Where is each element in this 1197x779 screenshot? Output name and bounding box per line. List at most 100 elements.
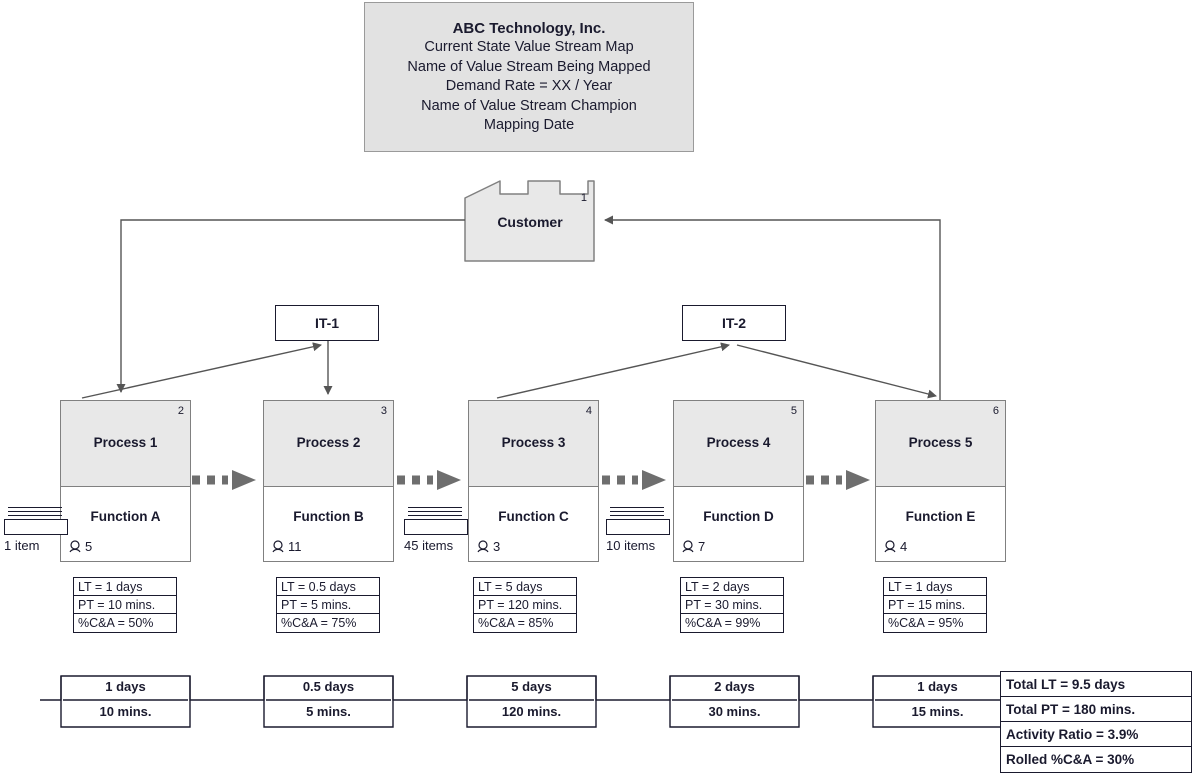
flow-process3-to-it2 xyxy=(496,342,730,399)
process-2-header: 3 Process 2 xyxy=(264,401,393,487)
process-3-name: Process 3 xyxy=(501,435,566,450)
timeline-days-5: 1 days xyxy=(917,679,958,694)
timeline-days-2: 0.5 days xyxy=(302,679,355,694)
operator-icon xyxy=(884,540,896,553)
process-box-5[interactable]: 6 Process 5 Function E 4 xyxy=(875,400,1006,562)
process-2-pt: PT = 5 mins. xyxy=(277,596,379,614)
title-block: ABC Technology, Inc. Current State Value… xyxy=(364,2,694,152)
process-5-header: 6 Process 5 xyxy=(876,401,1005,487)
process-2-function: Function B xyxy=(293,509,364,524)
title-champion: Name of Value Stream Champion xyxy=(421,97,637,114)
process-5-lt: LT = 1 days xyxy=(884,578,986,596)
push-arrow-p4-p5 xyxy=(806,470,870,490)
process-3-header: 4 Process 3 xyxy=(469,401,598,487)
it-system-2-label: IT-2 xyxy=(721,315,747,331)
inventory-box-icon xyxy=(404,519,468,535)
process-1-body: Function A 5 xyxy=(61,487,190,561)
flow-it2-to-process5 xyxy=(736,344,937,399)
timeline-days-4: 2 days xyxy=(714,679,755,694)
title-map-type: Current State Value Stream Map xyxy=(424,39,634,55)
title-mapping-date: Mapping Date xyxy=(483,117,575,133)
process-2-body: Function B 11 xyxy=(264,487,393,561)
title-company: ABC Technology, Inc. xyxy=(452,19,606,37)
process-5-body: Function E 4 xyxy=(876,487,1005,561)
timeline-days-3: 5 days xyxy=(511,679,552,694)
summary-activity-ratio: Activity Ratio = 3.9% xyxy=(1001,722,1191,747)
process-3-operators: 3 xyxy=(476,539,500,554)
process-box-4[interactable]: 5 Process 4 Function D 7 xyxy=(673,400,804,562)
data-box-3: LT = 5 days PT = 120 mins. %C&A = 85% xyxy=(473,577,577,633)
process-3-ca: %C&A = 85% xyxy=(478,616,554,630)
process-1-pt: PT = 10 mins. xyxy=(74,596,176,614)
process-3-function: Function C xyxy=(498,509,569,524)
process-box-3[interactable]: 4 Process 3 Function C 3 xyxy=(468,400,599,562)
inventory-2: 45 items xyxy=(404,505,468,553)
customer-number: 1 xyxy=(580,192,587,204)
it-system-2[interactable]: IT-2 xyxy=(682,305,786,341)
process-2-operator-count: 11 xyxy=(288,539,302,554)
process-2-lt: LT = 0.5 days xyxy=(277,578,379,596)
process-4-function: Function D xyxy=(703,509,774,524)
it-system-1-label: IT-1 xyxy=(314,315,340,331)
process-3-pt: PT = 120 mins. xyxy=(474,596,576,614)
timeline-mins-5: 15 mins. xyxy=(911,704,964,719)
operator-icon xyxy=(477,540,489,553)
process-4-number: 5 xyxy=(790,405,797,417)
data-box-1: LT = 1 days PT = 10 mins. %C&A = 50% xyxy=(73,577,177,633)
process-5-number: 6 xyxy=(992,405,999,417)
timeline-ladder xyxy=(40,675,1003,728)
process-5-name: Process 5 xyxy=(908,435,973,450)
process-3-number: 4 xyxy=(585,405,592,417)
process-4-operator-count: 7 xyxy=(698,539,706,554)
inventory-stack-icon xyxy=(404,505,468,519)
process-4-ca: %C&A = 99% xyxy=(685,616,761,630)
process-4-header: 5 Process 4 xyxy=(674,401,803,487)
title-demand-rate: Demand Rate = XX / Year xyxy=(445,78,613,94)
process-3-operator-count: 3 xyxy=(493,539,501,554)
summary-total-lt: Total LT = 9.5 days xyxy=(1001,672,1191,697)
timeline-mins-2: 5 mins. xyxy=(306,704,351,719)
inventory-3: 10 items xyxy=(606,505,670,553)
process-5-pt: PT = 15 mins. xyxy=(884,596,986,614)
customer-label: Customer xyxy=(497,214,563,230)
process-1-header: 2 Process 1 xyxy=(61,401,190,487)
it-system-1[interactable]: IT-1 xyxy=(275,305,379,341)
inventory-1-label: 1 item xyxy=(4,538,40,553)
inventory-stack-icon xyxy=(4,505,68,519)
data-box-5: LT = 1 days PT = 15 mins. %C&A = 95% xyxy=(883,577,987,633)
process-4-lt: LT = 2 days xyxy=(681,578,783,596)
operator-icon xyxy=(69,540,81,553)
process-1-number: 2 xyxy=(177,405,184,417)
process-1-ca: %C&A = 50% xyxy=(78,616,154,630)
process-5-operator-count: 4 xyxy=(900,539,908,554)
process-4-name: Process 4 xyxy=(706,435,771,450)
inventory-1: 1 item xyxy=(4,505,68,553)
process-box-1[interactable]: 2 Process 1 Function A 5 xyxy=(60,400,191,562)
flow-process5-to-customer xyxy=(604,215,941,400)
process-5-ca: %C&A = 95% xyxy=(888,616,964,630)
customer-node[interactable]: 1 Customer xyxy=(465,180,595,262)
customer-plant-shape xyxy=(464,180,595,262)
timeline-mins-3: 120 mins. xyxy=(501,704,562,719)
operator-icon xyxy=(272,540,284,553)
push-arrow-p3-p4 xyxy=(602,470,666,490)
data-box-4: LT = 2 days PT = 30 mins. %C&A = 99% xyxy=(680,577,784,633)
process-2-operators: 11 xyxy=(271,539,302,554)
process-4-body: Function D 7 xyxy=(674,487,803,561)
process-1-lt: LT = 1 days xyxy=(74,578,176,596)
process-1-operator-count: 5 xyxy=(85,539,93,554)
push-arrow-p1-p2 xyxy=(192,470,256,490)
process-4-pt: PT = 30 mins. xyxy=(681,596,783,614)
process-3-body: Function C 3 xyxy=(469,487,598,561)
inventory-box-icon xyxy=(4,519,68,535)
inventory-stack-icon xyxy=(606,505,670,519)
timeline-mins-4: 30 mins. xyxy=(708,704,761,719)
flow-customer-to-process1 xyxy=(116,219,465,393)
push-arrow-p2-p3 xyxy=(397,470,461,490)
process-2-ca: %C&A = 75% xyxy=(281,616,357,630)
process-1-operators: 5 xyxy=(68,539,92,554)
process-2-name: Process 2 xyxy=(296,435,361,450)
inventory-3-label: 10 items xyxy=(606,538,656,553)
process-box-2[interactable]: 3 Process 2 Function B 11 xyxy=(263,400,394,562)
